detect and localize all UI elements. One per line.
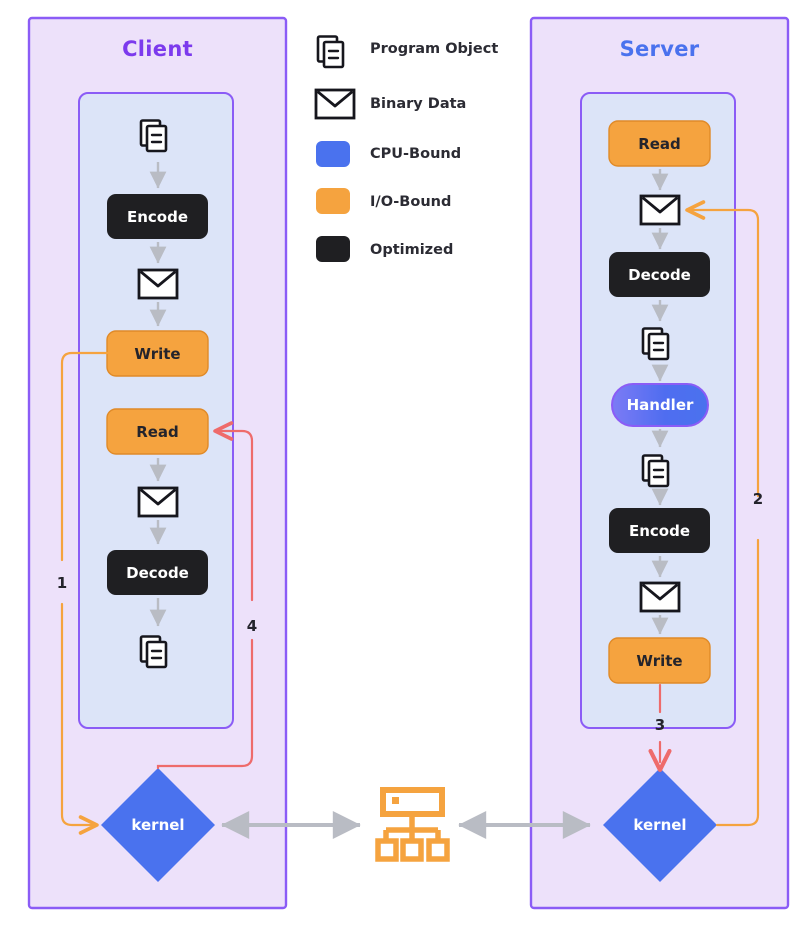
client-binary-data-icon-2 (137, 486, 179, 518)
edge-number-2: 2 (752, 490, 764, 508)
server-node-read-label[interactable]: Read (638, 134, 681, 153)
server-program-object-icon-1 (641, 327, 670, 361)
client-node-read-label[interactable]: Read (136, 422, 179, 441)
server-kernel-diamond (603, 768, 717, 882)
server-node-encode-label[interactable]: Encode (628, 521, 691, 540)
client-node-read (106, 408, 209, 455)
edge-1-path-b (60, 602, 99, 835)
edge-number-3: 3 (654, 716, 666, 734)
client-node-encode (107, 194, 208, 239)
legend-swatch-optimized (316, 236, 350, 262)
server-node-decode-label[interactable]: Decode (628, 265, 691, 284)
server-binary-data-icon-2 (639, 581, 681, 613)
edge-2-path-b (685, 200, 760, 498)
server-panel-title: Server (619, 37, 700, 61)
edge-number-1: 1 (56, 574, 68, 592)
server-node-encode (609, 508, 710, 553)
client-panel-title: Client (122, 37, 193, 61)
client-node-decode (107, 550, 208, 595)
edge-number-4: 4 (246, 617, 258, 635)
legend-swatch-io-bound (316, 188, 350, 214)
legend-label-cpu-bound: CPU-Bound (370, 146, 462, 162)
server-node-handler (611, 383, 709, 427)
edge-2-path (715, 538, 760, 827)
server-node-write (608, 637, 711, 684)
client-node-decode-label[interactable]: Decode (126, 563, 189, 582)
client-binary-data-icon-1 (137, 268, 179, 300)
client-program-object-icon-1 (139, 119, 168, 153)
edge-4-path (156, 638, 254, 770)
server-node-write-label[interactable]: Write (636, 651, 683, 670)
legend-binary-data-icon (314, 88, 356, 120)
server-node-handler-label[interactable]: Handler (626, 396, 694, 414)
client-program-object-icon-2 (139, 635, 168, 669)
legend-label-program-object: Program Object (370, 41, 499, 57)
server-binary-data-icon-1 (639, 194, 681, 226)
legend-label-optimized: Optimized (370, 242, 454, 258)
server-node-read (608, 120, 711, 167)
legend-label-binary-data: Binary Data (370, 96, 467, 112)
network-hub-icon (375, 787, 450, 862)
edge-1-path (60, 351, 109, 562)
server-node-decode (609, 252, 710, 297)
edge-4-path-b (213, 421, 254, 602)
client-kernel-label[interactable]: kernel (131, 816, 185, 834)
server-kernel-label[interactable]: kernel (633, 816, 687, 834)
legend-label-io-bound: I/O-Bound (370, 194, 452, 210)
legend-swatch-cpu-bound (316, 141, 350, 167)
client-kernel-diamond (101, 768, 215, 882)
client-node-write-label[interactable]: Write (134, 344, 181, 363)
legend-program-object-icon (316, 35, 345, 69)
server-program-object-icon-2 (641, 454, 670, 488)
client-node-encode-label[interactable]: Encode (126, 207, 189, 226)
